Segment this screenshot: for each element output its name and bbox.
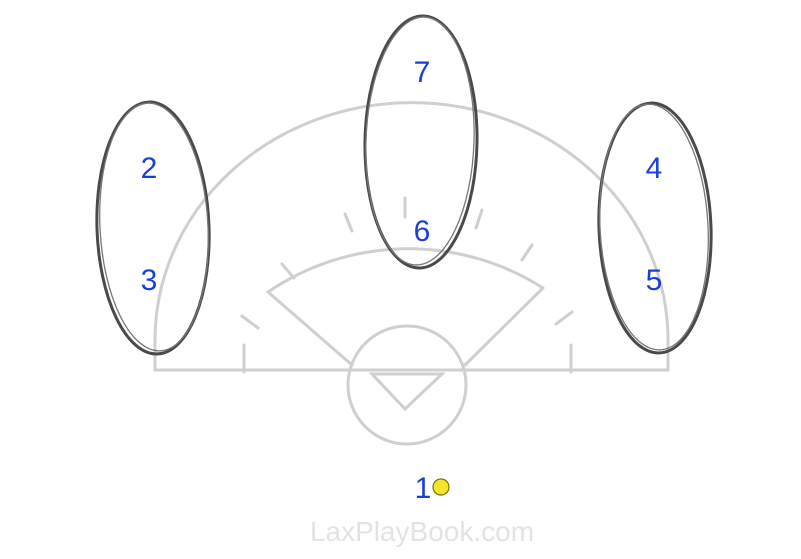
group-oval-left — [95, 100, 211, 356]
field-markings — [153, 101, 670, 446]
goal-triangle — [368, 372, 446, 412]
player-1[interactable]: 1 — [415, 472, 432, 505]
crease-circle — [346, 324, 468, 446]
player-4[interactable]: 4 — [646, 152, 663, 185]
right-tick — [554, 310, 574, 326]
restraining-arc — [153, 101, 670, 372]
watermark: LaxPlayBook.com — [310, 516, 534, 547]
left-tick — [240, 314, 260, 330]
player-3[interactable]: 3 — [141, 264, 158, 297]
left-wing-line — [266, 290, 354, 367]
arc-tick-4 — [474, 208, 484, 230]
arc-tick-5 — [520, 243, 534, 262]
player-2[interactable]: 2 — [141, 152, 158, 185]
player-7[interactable]: 7 — [414, 56, 431, 89]
player-6[interactable]: 6 — [414, 215, 431, 248]
group-oval-right — [597, 101, 713, 355]
ball-icon[interactable] — [432, 478, 450, 496]
group-oval-center — [363, 14, 479, 270]
right-wing-line — [463, 286, 545, 367]
arc-tick-1 — [280, 262, 296, 280]
inner-arc — [266, 247, 545, 294]
arc-tick-2 — [343, 212, 354, 233]
player-5[interactable]: 5 — [646, 264, 663, 297]
